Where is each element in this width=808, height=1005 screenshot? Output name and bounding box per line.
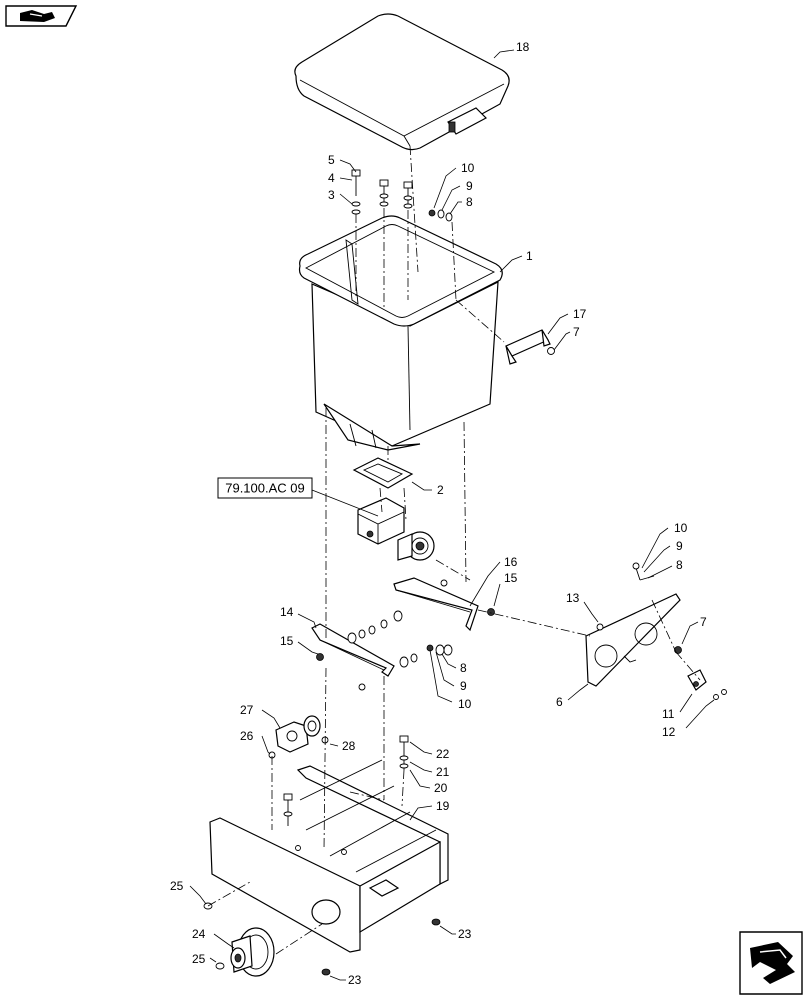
callout-5: 5 (328, 153, 335, 167)
callout-10: 10 (458, 697, 472, 711)
callout-15: 15 (504, 571, 518, 585)
hopper-frame (209, 759, 449, 953)
callout-23: 23 (458, 927, 472, 941)
carriage-bolts (203, 902, 441, 976)
callout-22: 22 (436, 747, 450, 761)
callout-18: 18 (516, 40, 530, 54)
callout-17: 17 (573, 307, 587, 321)
callout-12: 12 (662, 725, 676, 739)
forward-arrow-icon (750, 942, 795, 984)
callout-21: 21 (436, 765, 450, 779)
back-arrow-icon (20, 10, 55, 22)
hopper-tank (298, 215, 503, 451)
callout-labels: 18 5 4 3 10 9 8 1 17 7 2 10 9 8 16 15 13… (170, 40, 707, 987)
callout-10: 10 (461, 161, 475, 175)
callout-11: 11 (662, 707, 675, 721)
gasket (352, 457, 414, 489)
callout-2: 2 (437, 483, 444, 497)
leader-lines (189, 49, 715, 981)
callout-3: 3 (328, 188, 335, 202)
callout-7: 7 (573, 325, 580, 339)
callout-23: 23 (348, 973, 362, 987)
callout-9: 9 (460, 679, 467, 693)
callout-20: 20 (434, 781, 448, 795)
shaft-hardware (347, 610, 453, 668)
callout-7: 7 (700, 615, 707, 629)
callout-1: 1 (526, 249, 533, 263)
callout-9: 9 (676, 539, 683, 553)
reference-link[interactable]: 79.100.AC 09 (217, 477, 313, 499)
forward-navigation-button[interactable] (739, 931, 803, 995)
reference-label: 79.100.AC 09 (225, 481, 305, 496)
support-bar-lower (311, 623, 395, 691)
callout-8: 8 (676, 558, 683, 572)
bolt (403, 181, 413, 209)
callout-25: 25 (170, 879, 184, 893)
callout-10: 10 (674, 521, 688, 535)
callout-16: 16 (504, 555, 518, 569)
support-bar-upper (393, 577, 495, 632)
callout-24: 24 (192, 927, 206, 941)
callout-8: 8 (466, 195, 473, 209)
bolt (379, 179, 389, 207)
callout-25: 25 (192, 952, 206, 966)
hopper-lid (294, 13, 510, 151)
frame-bolts (283, 735, 409, 826)
mounting-bracket (505, 329, 555, 365)
callout-8: 8 (460, 661, 467, 675)
bolt (351, 169, 361, 215)
callout-15: 15 (280, 634, 294, 648)
callout-9: 9 (466, 179, 473, 193)
callout-27: 27 (240, 703, 254, 717)
callout-6: 6 (556, 695, 563, 709)
flange-bearing (268, 715, 329, 759)
side-plate (585, 562, 682, 687)
back-navigation-button[interactable] (5, 5, 78, 27)
sensor-bracket (687, 669, 727, 700)
callout-19: 19 (436, 799, 450, 813)
callout-26: 26 (240, 729, 254, 743)
callout-4: 4 (328, 171, 335, 185)
callout-13: 13 (566, 591, 580, 605)
meter-assembly (357, 497, 435, 561)
hopper-hardware (351, 169, 453, 222)
callout-28: 28 (342, 739, 356, 753)
alignment-lines (207, 145, 701, 955)
callout-14: 14 (280, 605, 294, 619)
drive-sprocket (230, 927, 275, 977)
